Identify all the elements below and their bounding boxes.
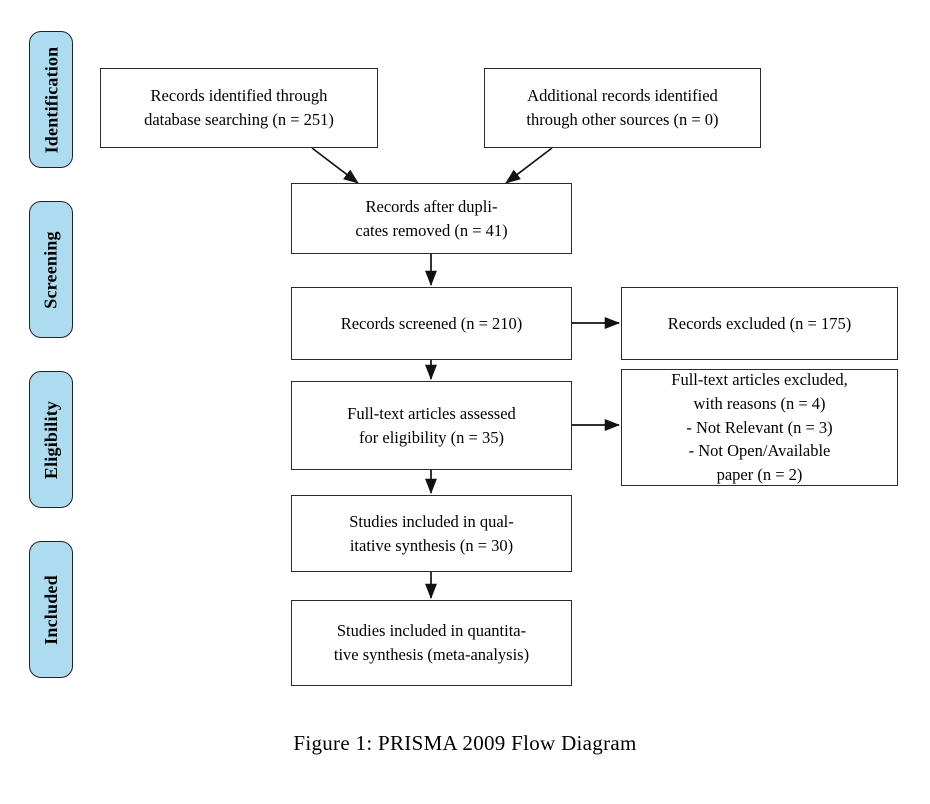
box-quantitative-synthesis-text: Studies included in quantita- tive synth…: [333, 621, 530, 664]
box-qualitative-synthesis-text: Studies included in qual- itative synthe…: [349, 511, 514, 555]
stage-label-included: Included: [29, 541, 73, 678]
box-records-identified-database: Records identified through database sear…: [100, 68, 378, 148]
box-fulltext-assessed: Full-text articles assessed for eligibil…: [291, 381, 572, 470]
stage-label-identification-text: Identification: [41, 46, 61, 153]
arrow-additional-to-duplicates: [505, 147, 553, 184]
box-records-screened: Records screened (n = 210): [291, 287, 572, 360]
box-records-screened-text: Records screened (n = 210): [340, 313, 523, 333]
stage-label-screening-text: Screening: [41, 230, 61, 309]
box-records-excluded: Records excluded (n = 175): [621, 287, 898, 360]
box-quantitative-synthesis: Studies included in quantita- tive synth…: [291, 600, 572, 686]
stage-label-included-text: Included: [41, 574, 62, 645]
box-records-identified-database-text: Records identified through database sear…: [144, 86, 334, 129]
stage-label-eligibility: Eligibility: [29, 371, 73, 508]
stage-label-identification: Identification: [29, 31, 73, 168]
stage-label-eligibility-text: Eligibility: [41, 400, 61, 479]
box-fulltext-excluded-text: Full-text articles excluded, with reason…: [671, 369, 848, 485]
box-qualitative-synthesis: Studies included in qual- itative synthe…: [291, 495, 572, 572]
arrow-identified-to-duplicates: [311, 147, 359, 184]
box-fulltext-excluded: Full-text articles excluded, with reason…: [621, 369, 898, 486]
box-fulltext-assessed-text: Full-text articles assessed for eligibil…: [347, 403, 516, 447]
box-additional-records-other-sources-text: Additional records identified through ot…: [526, 86, 719, 129]
box-additional-records-other-sources: Additional records identified through ot…: [484, 68, 761, 148]
box-records-after-duplicates-removed-text: Records after dupli- cates removed (n = …: [355, 196, 508, 240]
box-records-after-duplicates-removed: Records after dupli- cates removed (n = …: [291, 183, 572, 254]
stage-label-screening: Screening: [29, 201, 73, 338]
box-records-excluded-text: Records excluded (n = 175): [667, 313, 852, 333]
figure-caption: Figure 1: PRISMA 2009 Flow Diagram: [293, 731, 637, 755]
